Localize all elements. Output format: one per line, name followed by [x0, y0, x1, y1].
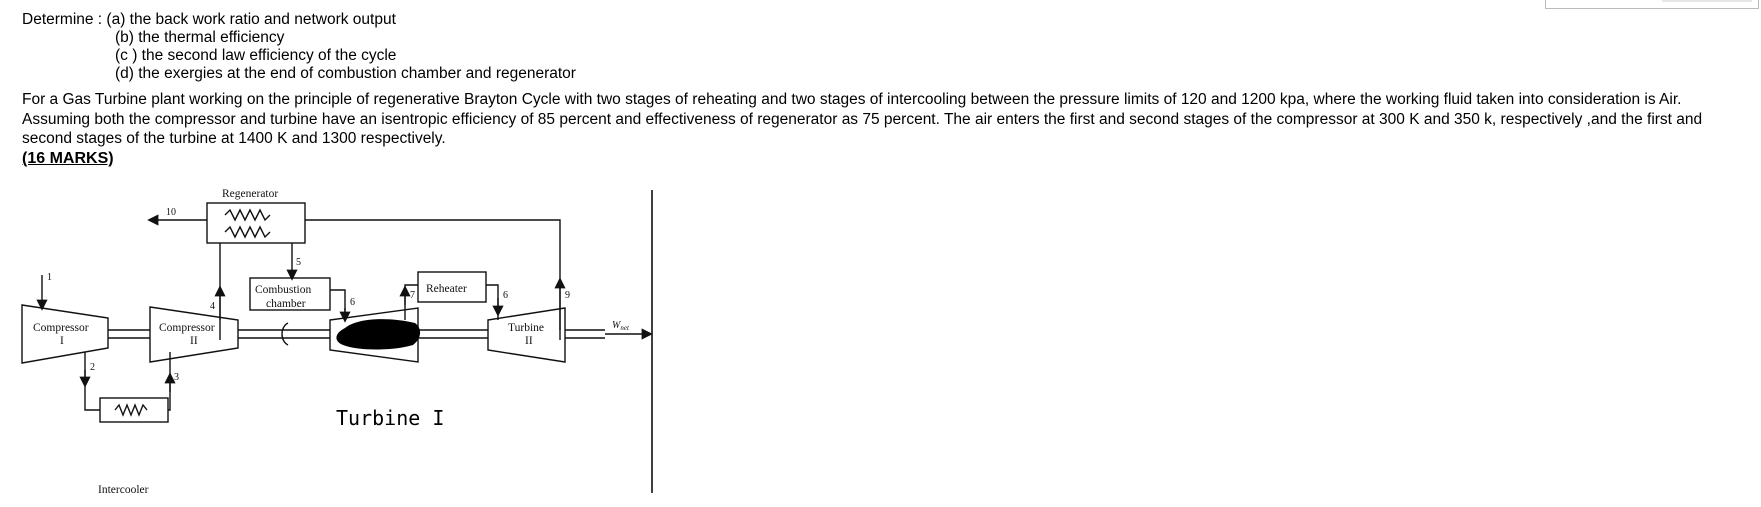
state6a-label: 6: [350, 297, 355, 308]
compressor2-label-2: II: [190, 335, 198, 347]
determine-intro: Determine : (a) the back work ratio and …: [22, 11, 396, 28]
turbine1-outlet-line: [404, 284, 418, 320]
determine-item-d: (d) the exergies at the end of combustio…: [115, 65, 576, 82]
combustion-label-2: chamber: [266, 298, 306, 310]
marks-label: (16 MARKS): [22, 150, 114, 167]
turbine2-label-2: II: [525, 335, 533, 347]
reheater-label: Reheater: [426, 283, 467, 295]
compressor1-label-2: I: [60, 335, 64, 347]
intercooler-box: [99, 397, 169, 423]
state5-label: 5: [296, 257, 301, 268]
redaction-blob: [336, 319, 421, 350]
state3-label: 3: [174, 372, 179, 383]
state7-label: 7: [410, 290, 415, 301]
compressor2-shape: [149, 306, 239, 363]
intercooler-coil: [114, 403, 148, 417]
turbine1-handwritten-label: Turbine I: [336, 406, 444, 430]
intercooler-inlet-line: [84, 352, 100, 411]
problem-statement: For a Gas Turbine plant working on the p…: [22, 91, 1703, 147]
reheater-outlet-line: [486, 284, 499, 320]
turbine2-label-1: Turbine: [508, 322, 544, 334]
regenerator-coil-bottom: [224, 225, 271, 239]
intercooler-outlet-line: [168, 352, 171, 411]
turbine2-shape: [487, 307, 566, 363]
reheater-box: [417, 271, 487, 303]
state9-label: 9: [565, 290, 570, 301]
compressor1-shape: [21, 304, 109, 364]
regenerator-box: [206, 202, 306, 244]
top-right-input-box: [1545, 0, 1759, 9]
compressor1-label-1: Compressor: [33, 322, 89, 334]
combustion-outlet-line: [330, 289, 346, 320]
state2-label: 2: [90, 362, 95, 373]
combustion-label-1: Combustion: [255, 284, 311, 296]
turbine1-shape: [329, 307, 419, 363]
regenerator-label: Regenerator: [222, 188, 278, 200]
combustion-chamber-box: [249, 277, 331, 311]
intercooler-label: Intercooler: [98, 484, 149, 496]
compressor2-label-1: Compressor: [159, 322, 215, 334]
state1-label: 1: [47, 272, 52, 283]
top-right-input-box-fill: [1662, 0, 1752, 2]
state4-label: 4: [210, 301, 215, 312]
shaft-coupling: [281, 322, 289, 346]
determine-item-b: (b) the thermal efficiency: [115, 29, 285, 46]
determine-item-c: (c ) the second law efficiency of the cy…: [115, 47, 397, 64]
wnet-label: Wnet: [612, 320, 630, 332]
regenerator-coil-top: [224, 208, 271, 222]
state6b-label: 6: [503, 290, 508, 301]
state10-label: 10: [166, 207, 176, 218]
gas-turbine-diagram: Regenerator 10 Combustion chamber Reheat…: [21, 188, 653, 496]
